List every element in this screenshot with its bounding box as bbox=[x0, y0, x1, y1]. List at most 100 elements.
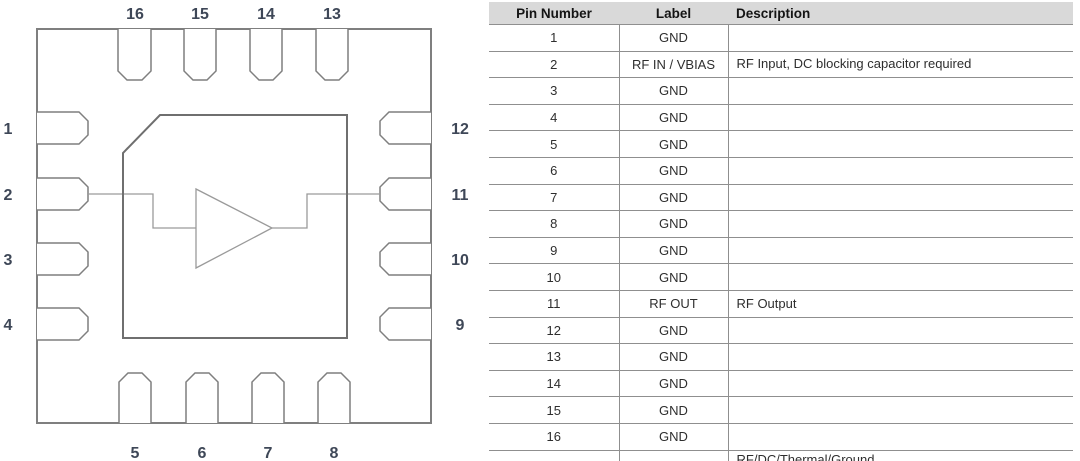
pin-6-pad bbox=[185, 372, 219, 423]
pin-12-pad bbox=[379, 111, 431, 145]
pin-label-13: 13 bbox=[323, 6, 341, 23]
qfn16-package-drawing: 16 15 14 13 1 2 3 4 12 11 10 9 5 6 7 8 bbox=[4, 6, 469, 461]
pin-label-cell: GND bbox=[619, 343, 729, 371]
pin-2-pad bbox=[37, 177, 89, 211]
pin-13-pad bbox=[315, 29, 349, 81]
pin-description-cell bbox=[728, 263, 1073, 291]
pin-label-3: 3 bbox=[4, 252, 13, 269]
amplifier-icon bbox=[195, 187, 274, 270]
pin-description-cell bbox=[728, 184, 1073, 212]
pin-label-2: 2 bbox=[4, 187, 13, 204]
pin-label-8: 8 bbox=[330, 445, 339, 461]
pin-label-11: 11 bbox=[452, 187, 469, 204]
pin-label-15: 15 bbox=[191, 6, 209, 23]
pin-label-cell: GND bbox=[619, 130, 729, 158]
pin-8-pad bbox=[317, 372, 351, 423]
pin-label-cell: GND bbox=[619, 24, 729, 52]
pin-label-6: 6 bbox=[198, 445, 207, 461]
pin-description-cell: RF Input, DC blocking capacitor required bbox=[728, 51, 1073, 79]
pin-description-cell bbox=[728, 237, 1073, 265]
pin-label-12: 12 bbox=[451, 121, 469, 138]
pin-1-pad bbox=[37, 111, 89, 145]
pin-4-pad bbox=[37, 307, 89, 341]
pin-table-header-row: Pin Number Label Description bbox=[489, 2, 1073, 25]
pin-number-cell: 13 bbox=[489, 343, 620, 371]
pin-label-10: 10 bbox=[451, 252, 469, 269]
pin-description-cell bbox=[728, 317, 1073, 345]
pin-description-cell bbox=[728, 370, 1073, 398]
pin-description-cell bbox=[728, 130, 1073, 158]
pin-15-pad bbox=[183, 29, 217, 81]
pin-label-cell: GND bbox=[619, 77, 729, 105]
pin-label-cell: GND bbox=[619, 184, 729, 212]
pin-label-1: 1 bbox=[4, 121, 13, 138]
pin-description-cell bbox=[728, 210, 1073, 238]
pin-11-pad bbox=[379, 177, 431, 211]
pin-number-cell: 6 bbox=[489, 157, 620, 185]
pin-label-14: 14 bbox=[257, 6, 275, 23]
pin-3-pad bbox=[37, 242, 89, 276]
pin-description-cell bbox=[728, 157, 1073, 185]
pin-label-cell: GND bbox=[619, 396, 729, 424]
pin-number-cell: 1 bbox=[489, 24, 620, 52]
die-outline bbox=[122, 114, 348, 339]
pin-number-cell: 8 bbox=[489, 210, 620, 238]
pin-number-cell: 7 bbox=[489, 184, 620, 212]
pin-label-5: 5 bbox=[131, 445, 140, 461]
pin-label-cell: GND bbox=[619, 450, 729, 461]
pin-7-pad bbox=[251, 372, 285, 423]
pin-number-cell: 9 bbox=[489, 237, 620, 265]
pin-label-cell: RF OUT bbox=[619, 290, 729, 318]
pin-label-cell: GND bbox=[619, 157, 729, 185]
pin-label-9: 9 bbox=[456, 317, 465, 334]
pin-number-cell: 4 bbox=[489, 104, 620, 132]
pin-description-cell bbox=[728, 77, 1073, 105]
pin-9-pad bbox=[379, 307, 431, 341]
package-diagram: 16 15 14 13 1 2 3 4 12 11 10 9 5 6 7 8 bbox=[0, 0, 485, 461]
pin-label-cell: GND bbox=[619, 237, 729, 265]
pin-description-cell bbox=[728, 423, 1073, 451]
pin-description-cell bbox=[728, 24, 1073, 52]
pin-number-cell: 10 bbox=[489, 263, 620, 291]
pin-number-cell: 2 bbox=[489, 51, 620, 79]
pin-number-cell: 11 bbox=[489, 290, 620, 318]
pin-10-pad bbox=[379, 242, 431, 276]
pin-number-cell: 3 bbox=[489, 77, 620, 105]
pin-label-cell: GND bbox=[619, 317, 729, 345]
header-label: Label bbox=[619, 2, 728, 25]
pin-label-cell: GND bbox=[619, 423, 729, 451]
pin-number-cell: 14 bbox=[489, 370, 620, 398]
pin-label-4: 4 bbox=[4, 317, 13, 334]
pin-label-cell: GND bbox=[619, 104, 729, 132]
rf-in-trace bbox=[88, 193, 196, 229]
pin-description-cell bbox=[728, 396, 1073, 424]
header-pin-number: Pin Number bbox=[489, 2, 619, 25]
pin-description-cell bbox=[728, 104, 1073, 132]
pin-number-cell: 5 bbox=[489, 130, 620, 158]
pin-description-cell: RF Output bbox=[728, 290, 1073, 318]
pin-description-cell bbox=[728, 343, 1073, 371]
pin-label-cell: GND bbox=[619, 263, 729, 291]
pin-label-16: 16 bbox=[126, 6, 144, 23]
pin-number-cell: 15 bbox=[489, 396, 620, 424]
pin-label-cell: RF IN / VBIAS bbox=[619, 51, 729, 79]
pin-14-pad bbox=[249, 29, 283, 81]
header-description: Description bbox=[728, 2, 1073, 25]
pin-5-pad bbox=[118, 372, 152, 423]
